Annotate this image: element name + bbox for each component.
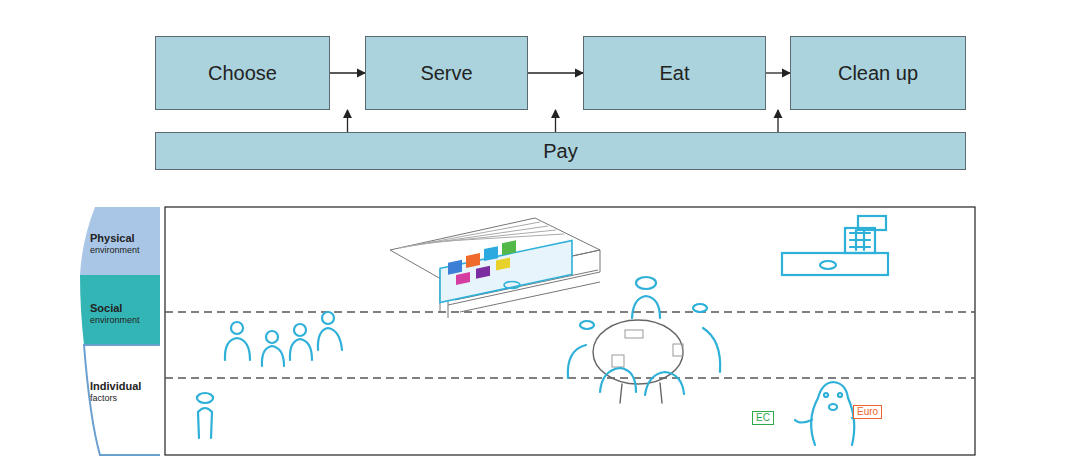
process-box: Choose [155,36,330,110]
box-text: Clean up [838,62,918,85]
band-text: Individual factors [90,380,152,404]
divider [165,377,975,378]
buffet-counter [390,218,600,318]
box-text: Pay [543,140,577,163]
band-social [80,275,160,345]
panel [165,207,975,455]
paying-person [795,382,860,445]
pay-bar: Pay [155,132,966,170]
box-text: Serve [420,62,472,85]
lone-person [197,393,213,438]
dining-table [568,277,720,403]
band-label: Social environment [90,302,168,345]
queue-people [225,312,342,366]
box-text: Eat [659,62,689,85]
process-box: Clean up [790,36,966,110]
process-box: Eat [583,36,766,110]
flow-arrow [555,110,556,132]
band-text: Social environment [90,302,152,326]
band-text: Physical environment [90,232,152,256]
flow-arrow [777,110,778,132]
band-label: Individual factors [90,380,168,420]
payment-tag: Euro [853,405,882,419]
tray-return [782,216,888,275]
band-individual [84,345,160,455]
divider [165,311,975,312]
flow-arrow [347,110,348,132]
process-box: Serve [365,36,528,110]
flow-arrow [528,72,583,73]
flow-arrow [330,72,365,73]
flow-arrow [766,72,790,73]
band-label: Physical environment [90,232,168,275]
band-physical [80,207,160,275]
payment-tag: EC [752,411,774,425]
box-text: Choose [208,62,277,85]
